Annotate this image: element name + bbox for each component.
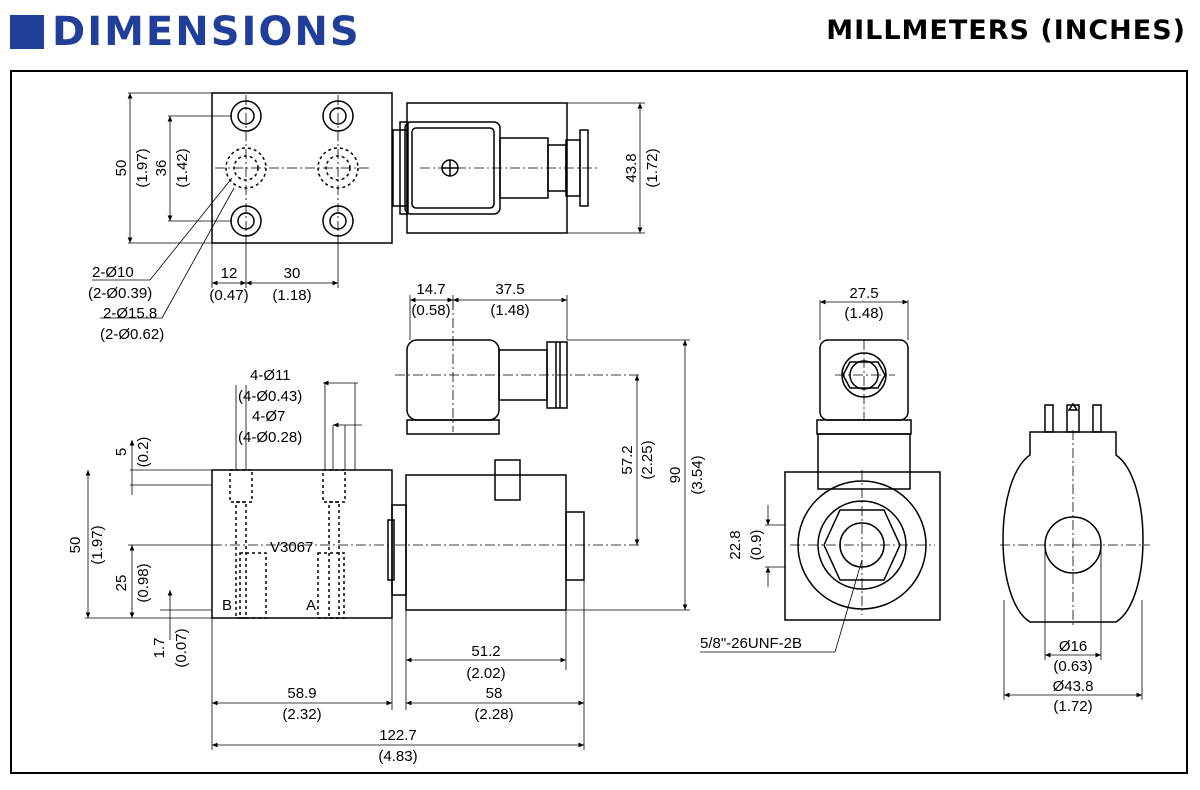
page-title: DIMENSIONS [52, 9, 361, 55]
side-view-labels: 27.5 (1.48) 22.8 (0.9) 5/8"-26UNF-2B [700, 285, 884, 652]
dim-side-center: 22.8 [727, 530, 744, 559]
coil-view-labels: Ø16 (0.63) Ø43.8 (1.72) [1053, 638, 1094, 715]
dim-bolt-large: 4-Ø11 [250, 367, 291, 384]
dim-coil-od: Ø43.8 [1053, 678, 1094, 695]
dim-side-conn-w: 27.5 [849, 285, 878, 302]
thread-label: 5/8"-26UNF-2B [700, 635, 802, 652]
dim-body-h: 50 [67, 537, 84, 554]
dim-top-pitch: 30 [284, 265, 301, 282]
front-view-labels: 14.7 (0.58) 37.5 (1.48) 4-Ø11 (4-Ø0.43) … [67, 281, 706, 765]
top-view [92, 92, 645, 319]
dim-coil-total: 58 [486, 685, 503, 702]
top-view-labels: 50 (1.97) 36 (1.42) 43.8 (1.72) 2-Ø10 (2… [88, 148, 661, 343]
dim-top-pitch-in: (1.18) [272, 287, 311, 304]
dim-coil-len: 51.2 [471, 643, 500, 660]
dim-bottom-in: (0.07) [173, 628, 190, 667]
dim-block-len-in: (2.32) [282, 706, 321, 723]
dim-top-hole-spacing-in: (1.42) [174, 148, 191, 187]
dim-port-h: 25 [113, 575, 130, 592]
dim-bolt-small-in: (4-Ø0.28) [238, 429, 302, 446]
model-label: V3067 [270, 539, 313, 556]
coil-body [1002, 431, 1144, 623]
dim-top-body-height: 50 [113, 160, 130, 177]
top-centerlines [215, 95, 370, 240]
dim-total-h-in: (3.54) [689, 455, 706, 494]
title-square-icon [10, 15, 44, 49]
dim-overall: 122.7 [379, 727, 417, 744]
dim-top-gap: 5 [113, 448, 130, 456]
port-a-label: A [306, 597, 316, 614]
side-nut [823, 509, 901, 581]
front-view [85, 295, 690, 750]
dim-conn-center: 57.2 [619, 445, 636, 474]
dim-top-hole-large-in: (2-Ø0.62) [100, 326, 164, 343]
dim-bolt-small: 4-Ø7 [252, 408, 285, 425]
dim-port-h-in: (0.98) [135, 563, 152, 602]
front-coil [405, 474, 567, 611]
side-valve-body [784, 471, 941, 621]
front-bolt-bores [229, 469, 346, 619]
dim-conn-len: 37.5 [495, 281, 524, 298]
dim-side-conn-w-in: (1.48) [844, 305, 883, 322]
dim-bottom: 1.7 [151, 638, 168, 659]
dim-top-gap-in: (0.2) [135, 437, 152, 468]
dim-coil-od-in: (1.72) [1053, 698, 1092, 715]
dim-conn-in: (0.58) [411, 302, 450, 319]
port-b-label: B [222, 597, 232, 614]
dim-top-coil-height: 43.8 [623, 153, 640, 182]
dim-block-len: 58.9 [287, 685, 316, 702]
dim-bolt-large-in: (4-Ø0.43) [238, 388, 302, 405]
dim-coil-total-in: (2.28) [474, 706, 513, 723]
dim-body-h-in: (1.97) [89, 525, 106, 564]
dim-coil-bore: Ø16 [1059, 638, 1087, 655]
dim-top-hole-large: 2-Ø15.8 [103, 305, 157, 322]
drawing-frame [10, 70, 1188, 774]
units-label: MILLMETERS (INCHES) [826, 15, 1186, 46]
dim-top-hole-small: 2-Ø10 [92, 264, 134, 281]
coil-view [1000, 402, 1150, 700]
dim-top-body-height-in: (1.97) [134, 148, 151, 187]
dim-top-offset-in: (0.47) [209, 287, 248, 304]
dim-conn-len-in: (1.48) [490, 302, 529, 319]
dim-coil-len-in: (2.02) [466, 665, 505, 682]
dim-coil-bore-in: (0.63) [1053, 658, 1092, 675]
dim-conn: 14.7 [416, 281, 445, 298]
dim-top-coil-height-in: (1.72) [644, 148, 661, 187]
header-title: DIMENSIONS [10, 12, 361, 52]
dim-overall-in: (4.83) [378, 748, 417, 765]
side-view [700, 299, 941, 653]
dim-top-hole-spacing: 36 [153, 160, 170, 177]
dim-top-hole-small-in: (2-Ø0.39) [88, 285, 152, 302]
top-bolt-holes [230, 100, 354, 237]
dim-conn-center-in: (2.25) [639, 440, 656, 479]
dim-top-offset: 12 [221, 265, 238, 282]
top-valve-body [211, 92, 393, 244]
dim-side-center-in: (0.9) [748, 530, 765, 561]
dim-total-h: 90 [667, 467, 684, 484]
